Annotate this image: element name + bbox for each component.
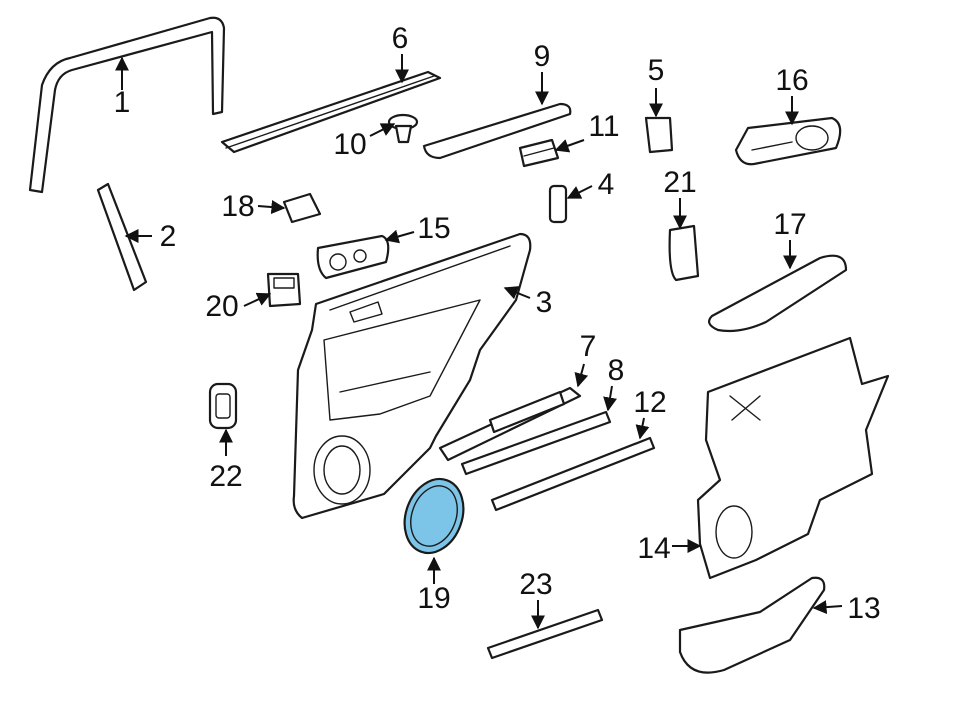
part-21-bracket[interactable] <box>668 224 700 282</box>
part-4-switch[interactable] <box>548 184 568 224</box>
leader-7 <box>574 363 589 388</box>
leader-12 <box>635 417 650 440</box>
part-11-bracket[interactable] <box>518 138 560 168</box>
callout-2: 2 <box>160 220 177 253</box>
callout-16: 16 <box>775 64 808 97</box>
part-3-door-trim-panel[interactable] <box>292 232 532 520</box>
callout-6: 6 <box>392 22 409 55</box>
callout-17: 17 <box>773 208 806 241</box>
leader-18 <box>257 200 286 215</box>
part-16-inner-handle[interactable] <box>734 116 842 166</box>
part-14-water-shield[interactable] <box>696 336 890 580</box>
part-8-trim-strip[interactable] <box>460 410 612 476</box>
leader-8 <box>603 385 617 412</box>
callout-14: 14 <box>637 532 670 565</box>
leader-4 <box>566 185 593 199</box>
callout-12: 12 <box>633 386 666 419</box>
callout-4: 4 <box>598 168 615 201</box>
part-5-cap[interactable] <box>644 116 674 154</box>
callout-11: 11 <box>588 110 619 143</box>
part-18-cover[interactable] <box>282 192 322 224</box>
callout-7: 7 <box>580 330 597 363</box>
callout-5: 5 <box>648 54 665 87</box>
callout-1: 1 <box>114 86 131 119</box>
callout-18: 18 <box>221 190 254 223</box>
callout-22: 22 <box>209 460 242 493</box>
callout-23: 23 <box>519 568 552 601</box>
callout-8: 8 <box>608 354 625 387</box>
part-17-armrest[interactable] <box>708 254 848 333</box>
part-19-speaker-grille[interactable] <box>395 471 474 562</box>
callout-labels: 1 2 3 4 5 6 7 8 9 10 11 12 13 14 15 16 1… <box>114 22 881 625</box>
part-6-belt-molding[interactable] <box>220 70 442 154</box>
part-20-switch[interactable] <box>266 272 302 308</box>
leader-15 <box>384 229 415 244</box>
leader-3 <box>503 286 531 300</box>
callout-13: 13 <box>847 592 880 625</box>
part-23-sill-strip[interactable] <box>486 608 604 660</box>
part-13-lower-panel[interactable] <box>678 576 826 674</box>
leader-13 <box>812 600 843 615</box>
callout-3: 3 <box>536 286 553 319</box>
leader-11 <box>554 139 585 153</box>
part-22-switch[interactable] <box>208 382 238 430</box>
part-12-trim-strip[interactable] <box>490 436 656 512</box>
callout-10: 10 <box>333 128 366 161</box>
callout-21: 21 <box>663 166 696 199</box>
part-2-pillar-trim[interactable] <box>96 182 148 292</box>
callout-19: 19 <box>417 582 450 615</box>
leader-lines <box>115 54 843 630</box>
callout-15: 15 <box>417 212 450 245</box>
leader-20 <box>243 292 272 307</box>
leader-10 <box>369 123 396 137</box>
callout-20: 20 <box>205 290 238 323</box>
part-10-clip[interactable] <box>387 113 419 144</box>
part-1-window-channel[interactable] <box>28 16 226 194</box>
part-9-upper-trim[interactable] <box>422 102 572 160</box>
part-15-handle-housing[interactable] <box>316 234 390 280</box>
part-7-lower-trim[interactable] <box>438 386 582 462</box>
callout-9: 9 <box>534 40 551 73</box>
